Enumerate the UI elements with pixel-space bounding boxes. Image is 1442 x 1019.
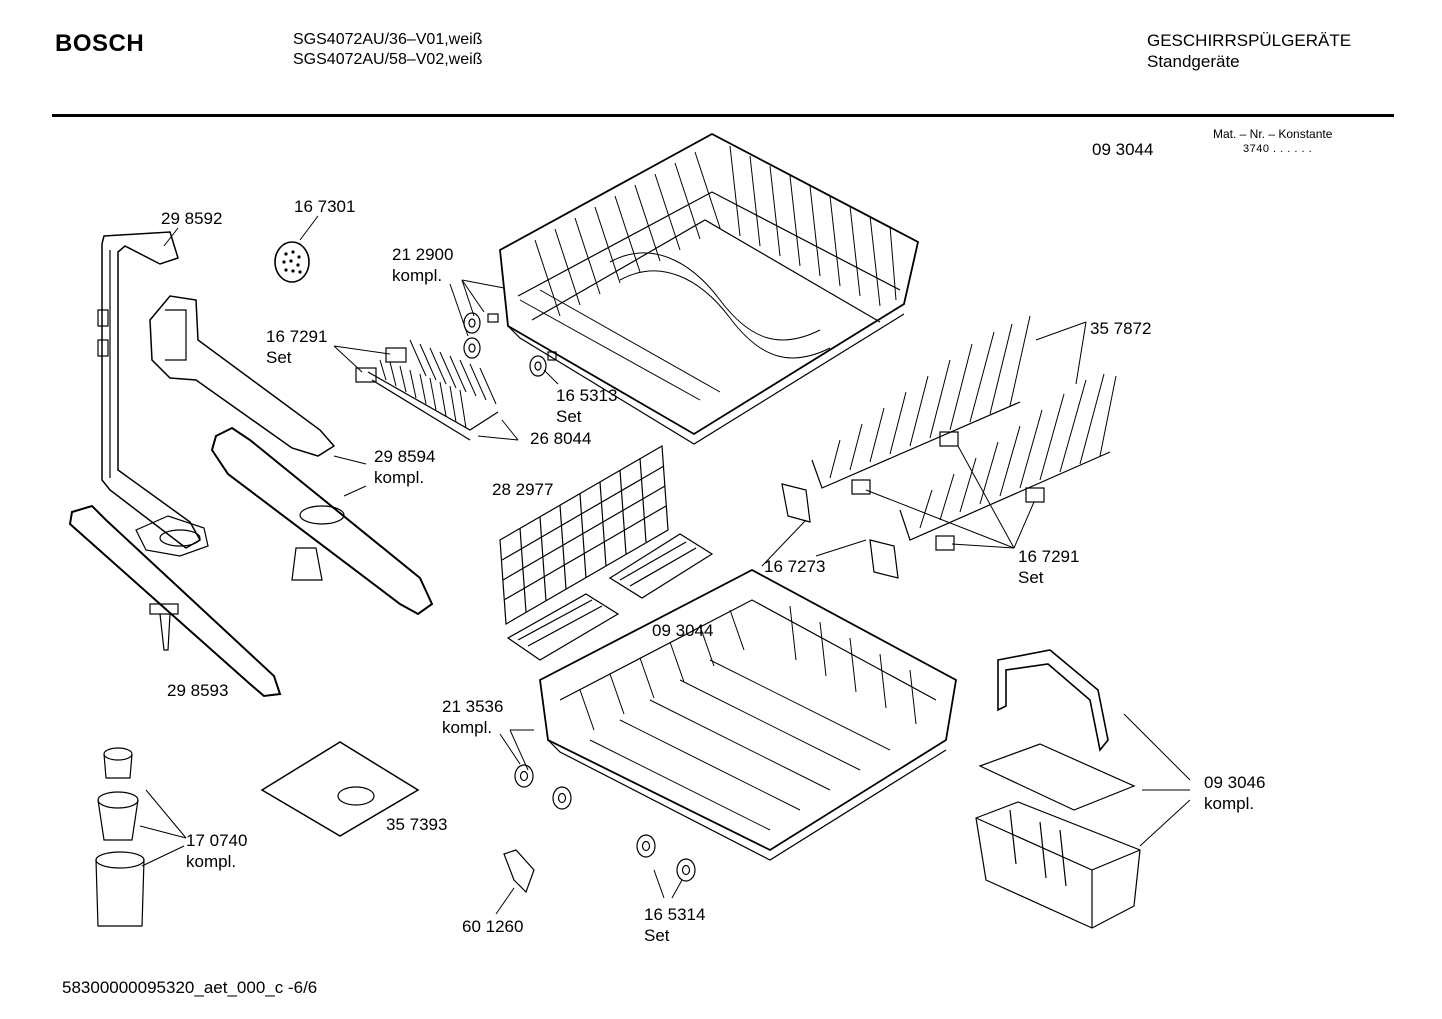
model-line-1: SGS4072AU/36–V01,weiß: [293, 31, 483, 48]
part-label-28-2977: 28 2977: [492, 480, 553, 499]
filter-plate-drawing: [260, 741, 420, 837]
part-label-16-5314: 16 5314: [644, 905, 705, 924]
part-label-26-8044: 26 8044: [530, 429, 591, 448]
part-label-16-7301: 16 7301: [294, 197, 355, 216]
part-note-21-2900: kompl.: [392, 266, 442, 285]
part-label-09-3046: 09 3046: [1204, 773, 1265, 792]
part-label-16-7291-lower: 16 7291: [1018, 547, 1079, 566]
document-code: 58300000095320_aet_000_c -6/6: [62, 978, 318, 997]
part-label-21-2900: 21 2900: [392, 245, 453, 264]
part-label-29-8593: 29 8593: [167, 681, 228, 700]
part-labels: 29 8592 16 7301 21 2900 kompl. 16 7291 S…: [161, 197, 1265, 945]
part-note-16-5313: Set: [556, 407, 582, 426]
part-label-35-7393: 35 7393: [386, 815, 447, 834]
part-label-16-5313: 16 5313: [556, 386, 617, 405]
part-note-29-8594: kompl.: [374, 468, 424, 487]
part-label-09-3044: 09 3044: [652, 621, 713, 640]
folding-grid-drawing: [499, 444, 669, 626]
lower-spray-arm-drawing: [68, 504, 282, 698]
brand-logo: BOSCH: [55, 30, 145, 57]
lower-basket-wheels-drawing: [514, 764, 696, 882]
upper-spray-arm-drawing: [210, 426, 434, 616]
filter-cap-drawing: [274, 241, 310, 283]
part-label-35-7872: 35 7872: [1090, 319, 1151, 338]
part-note-17-0740: kompl.: [186, 852, 236, 871]
part-label-21-3536: 21 3536: [442, 697, 503, 716]
top-part-number: 09 3044: [1092, 140, 1154, 159]
part-label-17-0740: 17 0740: [186, 831, 247, 850]
category-line-1: GESCHIRRSPÜLGERÄTE: [1147, 31, 1352, 50]
part-label-60-1260: 60 1260: [462, 917, 523, 936]
part-label-29-8592: 29 8592: [161, 209, 222, 228]
clip-drawing: [503, 849, 535, 894]
part-note-16-7291-lower: Set: [1018, 568, 1044, 587]
leader-lines: [139, 215, 1191, 915]
upper-basket-wheels-drawing: [463, 312, 557, 377]
part-note-16-7291-upper: Set: [266, 348, 292, 367]
material-number-value: 3740 . . . . . .: [1243, 143, 1313, 155]
lower-basket-drawing: [539, 568, 957, 861]
category-line-2: Standgeräte: [1147, 52, 1240, 71]
part-label-16-7291-upper: 16 7291: [266, 327, 327, 346]
cup-shelf-drawing: [355, 339, 499, 441]
filter-set-drawing: [95, 747, 145, 927]
supply-pipe-drawing: [97, 231, 202, 549]
cutlery-shelves-drawing: [506, 533, 714, 661]
part-note-09-3046: kompl.: [1204, 794, 1254, 813]
part-note-21-3536: kompl.: [442, 718, 492, 737]
material-number-label: Mat. – Nr. – Konstante: [1213, 127, 1333, 141]
model-line-2: SGS4072AU/58–V02,weiß: [293, 51, 483, 68]
fold-down-tines-drawing: [781, 315, 1117, 579]
upper-manifold-drawing: [149, 295, 336, 457]
part-note-16-5314: Set: [644, 926, 670, 945]
upper-basket-drawing: [499, 132, 920, 445]
header-divider: [52, 114, 1394, 117]
part-label-16-7273: 16 7273: [764, 557, 825, 576]
part-label-29-8594: 29 8594: [374, 447, 435, 466]
pipe-base-drawing: [135, 515, 209, 557]
appliance-category: GESCHIRRSPÜLGERÄTE Standgeräte: [1147, 30, 1351, 72]
cutlery-basket-drawing: [975, 649, 1141, 929]
model-numbers: SGS4072AU/36–V01,weiß SGS4072AU/58–V02,w…: [293, 30, 482, 70]
